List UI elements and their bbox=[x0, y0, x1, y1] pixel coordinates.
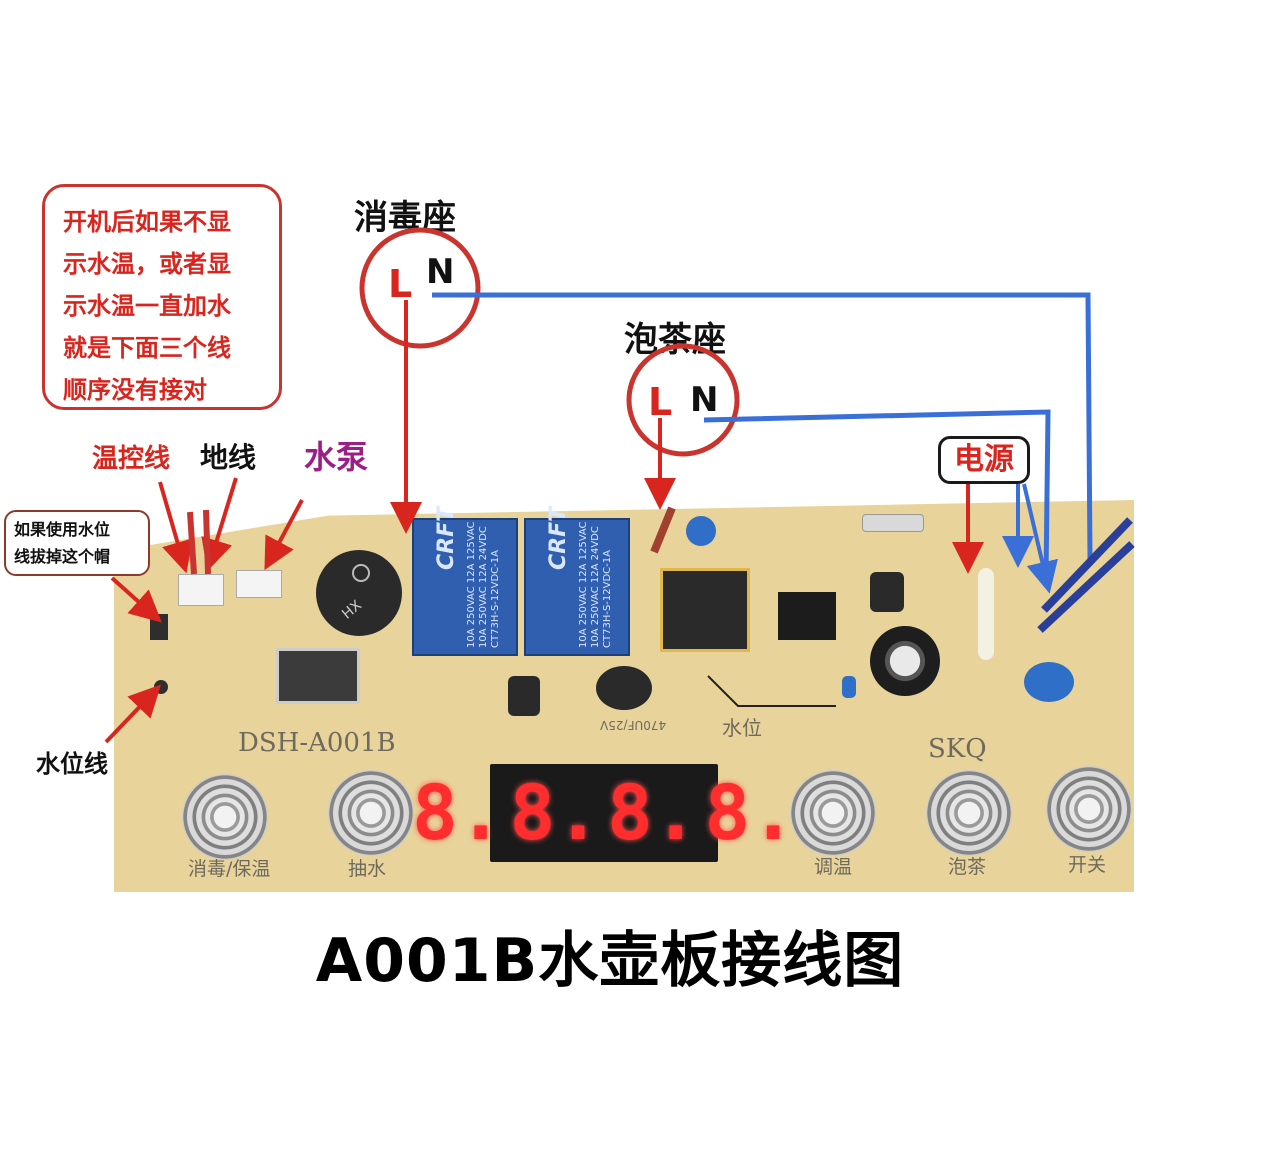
spring-button-pump[interactable] bbox=[328, 770, 414, 856]
disinfect-socket-circle bbox=[359, 227, 481, 349]
water-level-trace bbox=[707, 675, 836, 707]
hat-arrow bbox=[110, 576, 162, 623]
display-digit: 8. bbox=[411, 768, 504, 857]
board-brand-mark: SKQ bbox=[928, 734, 987, 764]
electrolytic-capacitor-1 bbox=[508, 676, 540, 716]
button-label: 泡茶 bbox=[948, 856, 987, 878]
button-label: 抽水 bbox=[348, 858, 387, 880]
electrolytic-capacitor-2 bbox=[596, 666, 652, 710]
note-line: 示水温一直加水 bbox=[63, 292, 231, 320]
pump-arrow bbox=[264, 499, 304, 571]
button-label: 开关 bbox=[1068, 854, 1107, 876]
power-neutral-arrow-2 bbox=[1022, 483, 1058, 594]
power-wire-1 bbox=[1041, 517, 1133, 613]
ceramic-capacitor bbox=[686, 516, 716, 546]
spring-button-tea[interactable] bbox=[926, 770, 1012, 856]
fuse bbox=[862, 514, 924, 532]
board-model-label: DSH-A001B bbox=[238, 728, 396, 758]
relay-1: CRFT 10A 250VAC 12A 125VAC 10A 250VAC 12… bbox=[412, 507, 518, 656]
disinfect-N-label: N bbox=[426, 252, 455, 292]
large-capacitor bbox=[870, 626, 940, 696]
pump-connector bbox=[236, 570, 282, 598]
wiring-warning-note: 开机后如果不显 示水温，或者显 示水温一直加水 就是下面三个线 顺序没有接对 bbox=[42, 184, 282, 410]
potentiometer bbox=[276, 648, 360, 704]
display-digit: 8. bbox=[704, 768, 797, 857]
display-digit: 8. bbox=[607, 768, 699, 857]
hat-note-line: 如果使用水位 bbox=[14, 520, 111, 539]
tea-L-label: L bbox=[648, 380, 673, 424]
transformer bbox=[660, 568, 750, 652]
note-line: 示水温，或者显 bbox=[63, 250, 231, 278]
display-digit: 8. bbox=[509, 768, 601, 857]
power-wire-2 bbox=[1037, 541, 1135, 633]
ground-wire-label: 地线 bbox=[200, 441, 257, 474]
spring-button-disinfect[interactable] bbox=[182, 774, 268, 860]
note-line: 开机后如果不显 bbox=[63, 208, 231, 236]
disinfect-L-label: L bbox=[388, 262, 413, 306]
ground-wire-stub bbox=[203, 509, 211, 575]
water-level-arrow bbox=[104, 684, 162, 744]
tea-wire-stub bbox=[650, 506, 676, 554]
buzzer-hole-icon bbox=[352, 564, 370, 582]
spring-button-temp[interactable] bbox=[790, 770, 876, 856]
safety-capacitor bbox=[1024, 662, 1074, 702]
power-label: 电源 bbox=[938, 436, 1030, 484]
small-blue-capacitor bbox=[842, 676, 856, 698]
tea-socket-circle bbox=[626, 343, 740, 457]
buzzer: HX bbox=[316, 550, 402, 636]
small-capacitor bbox=[870, 572, 904, 612]
seven-segment-display: 8. 8. 8. 8. bbox=[412, 764, 796, 862]
tea-N-label: N bbox=[690, 380, 719, 420]
note-line: 顺序没有接对 bbox=[63, 376, 207, 404]
disinfect-neutral-wire bbox=[432, 292, 1093, 561]
slot-cutout bbox=[978, 568, 994, 660]
tea-neutral-wire bbox=[703, 409, 1051, 579]
temp-control-connector bbox=[178, 574, 224, 606]
diagram-title: A001B水壶板接线图 bbox=[315, 926, 905, 996]
note-line: 就是下面三个线 bbox=[63, 334, 231, 362]
button-label: 调温 bbox=[814, 856, 853, 878]
button-label: 消毒/保温 bbox=[188, 858, 271, 880]
water-level-pcb-label: 水位 bbox=[722, 716, 762, 740]
pump-label: 水泵 bbox=[304, 438, 369, 476]
relay-2: CRFT 10A 250VAC 12A 125VAC 10A 250VAC 12… bbox=[524, 507, 630, 656]
hat-note-line: 线拔掉这个帽 bbox=[14, 547, 111, 566]
spring-button-power[interactable] bbox=[1046, 766, 1132, 852]
ic-chip bbox=[778, 592, 836, 640]
water-level-wire-label: 水位线 bbox=[36, 750, 108, 778]
temp-wire-stub bbox=[187, 511, 197, 575]
ground-wire-arrow bbox=[201, 477, 238, 572]
temp-wire-arrow bbox=[158, 481, 193, 574]
temp-wire-label: 温控线 bbox=[92, 444, 171, 474]
jumper-cap-note: 如果使用水位 线拔掉这个帽 bbox=[4, 510, 150, 576]
